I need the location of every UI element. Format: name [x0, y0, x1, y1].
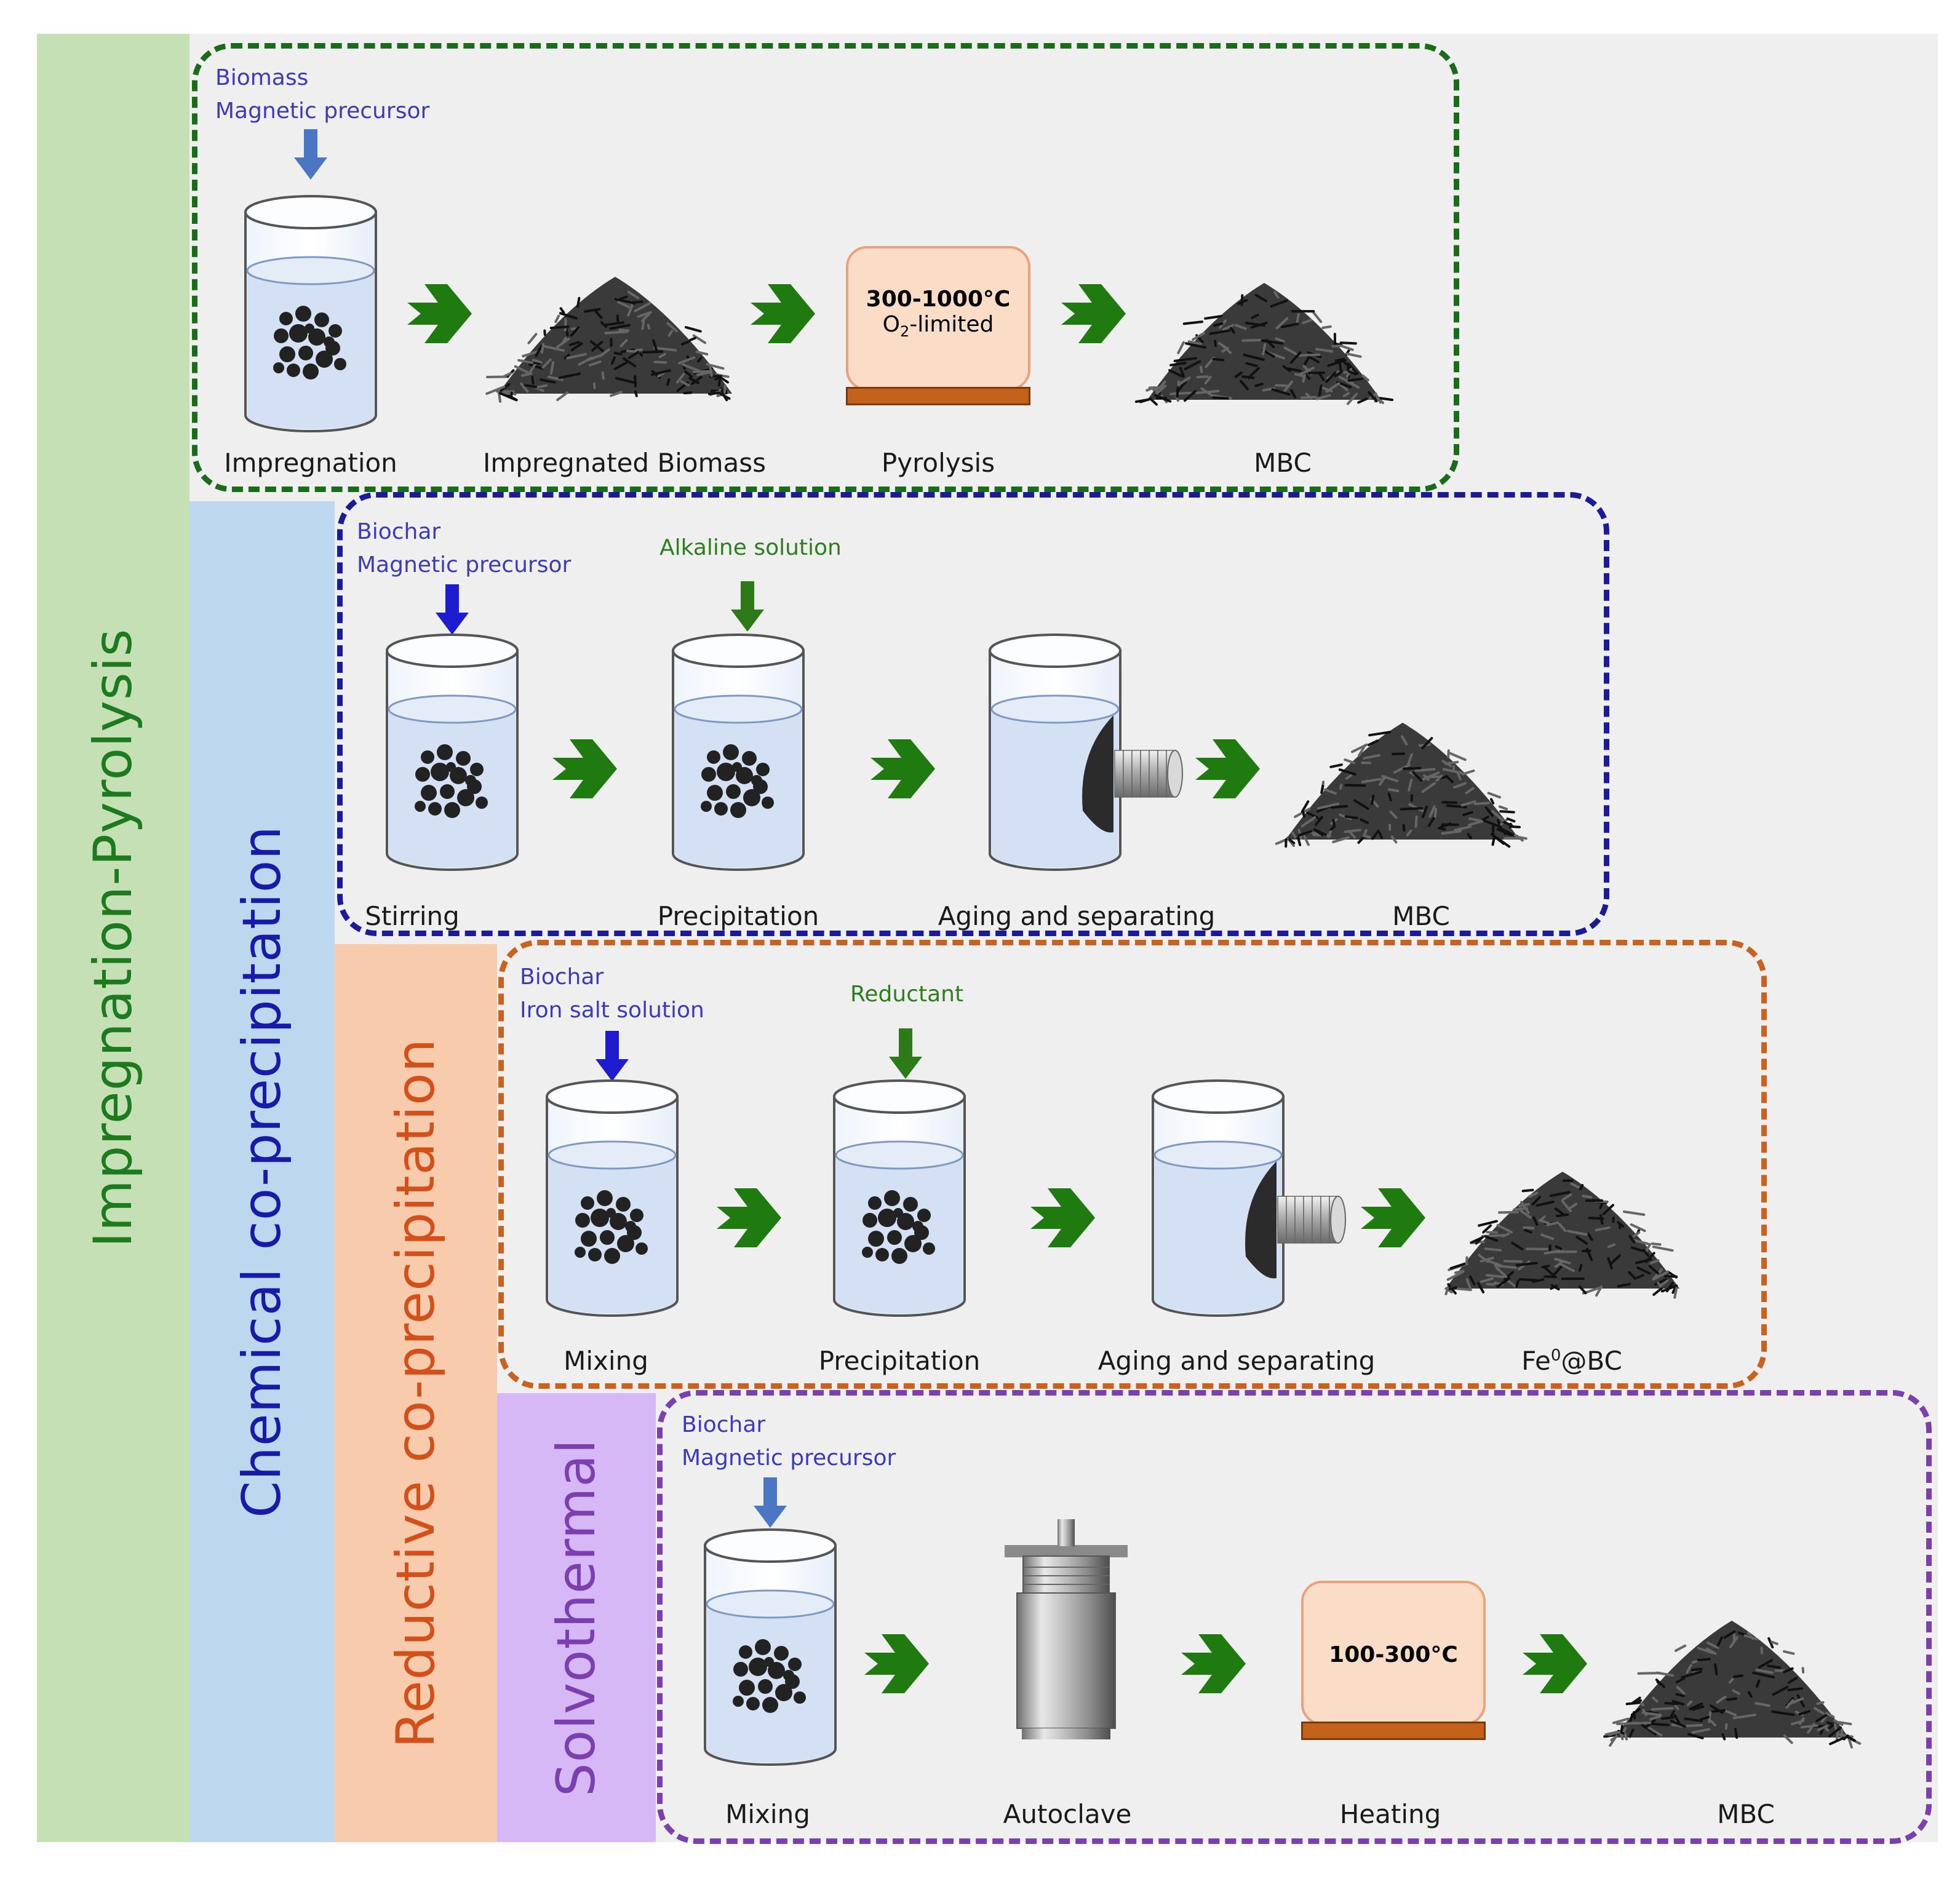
biochar-pile-icon — [1134, 283, 1394, 406]
method-frame — [337, 492, 1609, 936]
biochar-pile-icon — [1275, 723, 1528, 848]
beaker-icon — [546, 1079, 679, 1317]
biochar-pile-icon — [1444, 1172, 1679, 1299]
method-frame — [192, 43, 1459, 492]
process-arrow-icon — [1523, 1634, 1587, 1693]
process-arrow-icon — [870, 739, 935, 798]
magnet-icon — [1245, 1161, 1346, 1279]
method-band: Chemical co-precipitation — [189, 501, 335, 1842]
process-arrow-icon — [552, 739, 617, 798]
method-frame — [498, 940, 1767, 1389]
process-arrow-icon — [1195, 739, 1260, 798]
process-arrow-icon — [1030, 1188, 1095, 1247]
biochar-pile-icon — [485, 277, 732, 403]
input-arrow-icon — [596, 1031, 629, 1081]
input-arrow-icon — [294, 129, 327, 180]
beaker-icon — [833, 1079, 966, 1317]
process-arrow-icon — [864, 1634, 929, 1693]
autoclave-icon — [1005, 1519, 1128, 1739]
input-arrow-icon — [731, 581, 764, 632]
beaker-icon — [704, 1528, 837, 1766]
method-band: Reductive co-precipitation — [335, 944, 497, 1842]
process-arrow-icon — [407, 284, 472, 343]
process-arrow-icon — [717, 1188, 781, 1247]
input-arrow-icon — [889, 1028, 922, 1079]
biochar-pile-icon — [1603, 1621, 1862, 1749]
process-arrow-icon — [1061, 284, 1126, 343]
process-arrow-icon — [1361, 1188, 1425, 1247]
process-arrow-icon — [751, 284, 815, 343]
beaker-icon — [672, 634, 805, 871]
method-frame — [657, 1390, 1932, 1844]
beaker-icon — [386, 634, 519, 871]
input-arrow-icon — [754, 1477, 787, 1528]
method-band: Solvothermal — [497, 1393, 656, 1842]
method-band: Impregnation-Pyrolysis — [37, 34, 189, 1842]
input-arrow-icon — [436, 584, 469, 635]
magnet-icon — [1082, 715, 1183, 833]
beaker-icon — [244, 195, 377, 432]
process-arrow-icon — [1181, 1634, 1246, 1693]
